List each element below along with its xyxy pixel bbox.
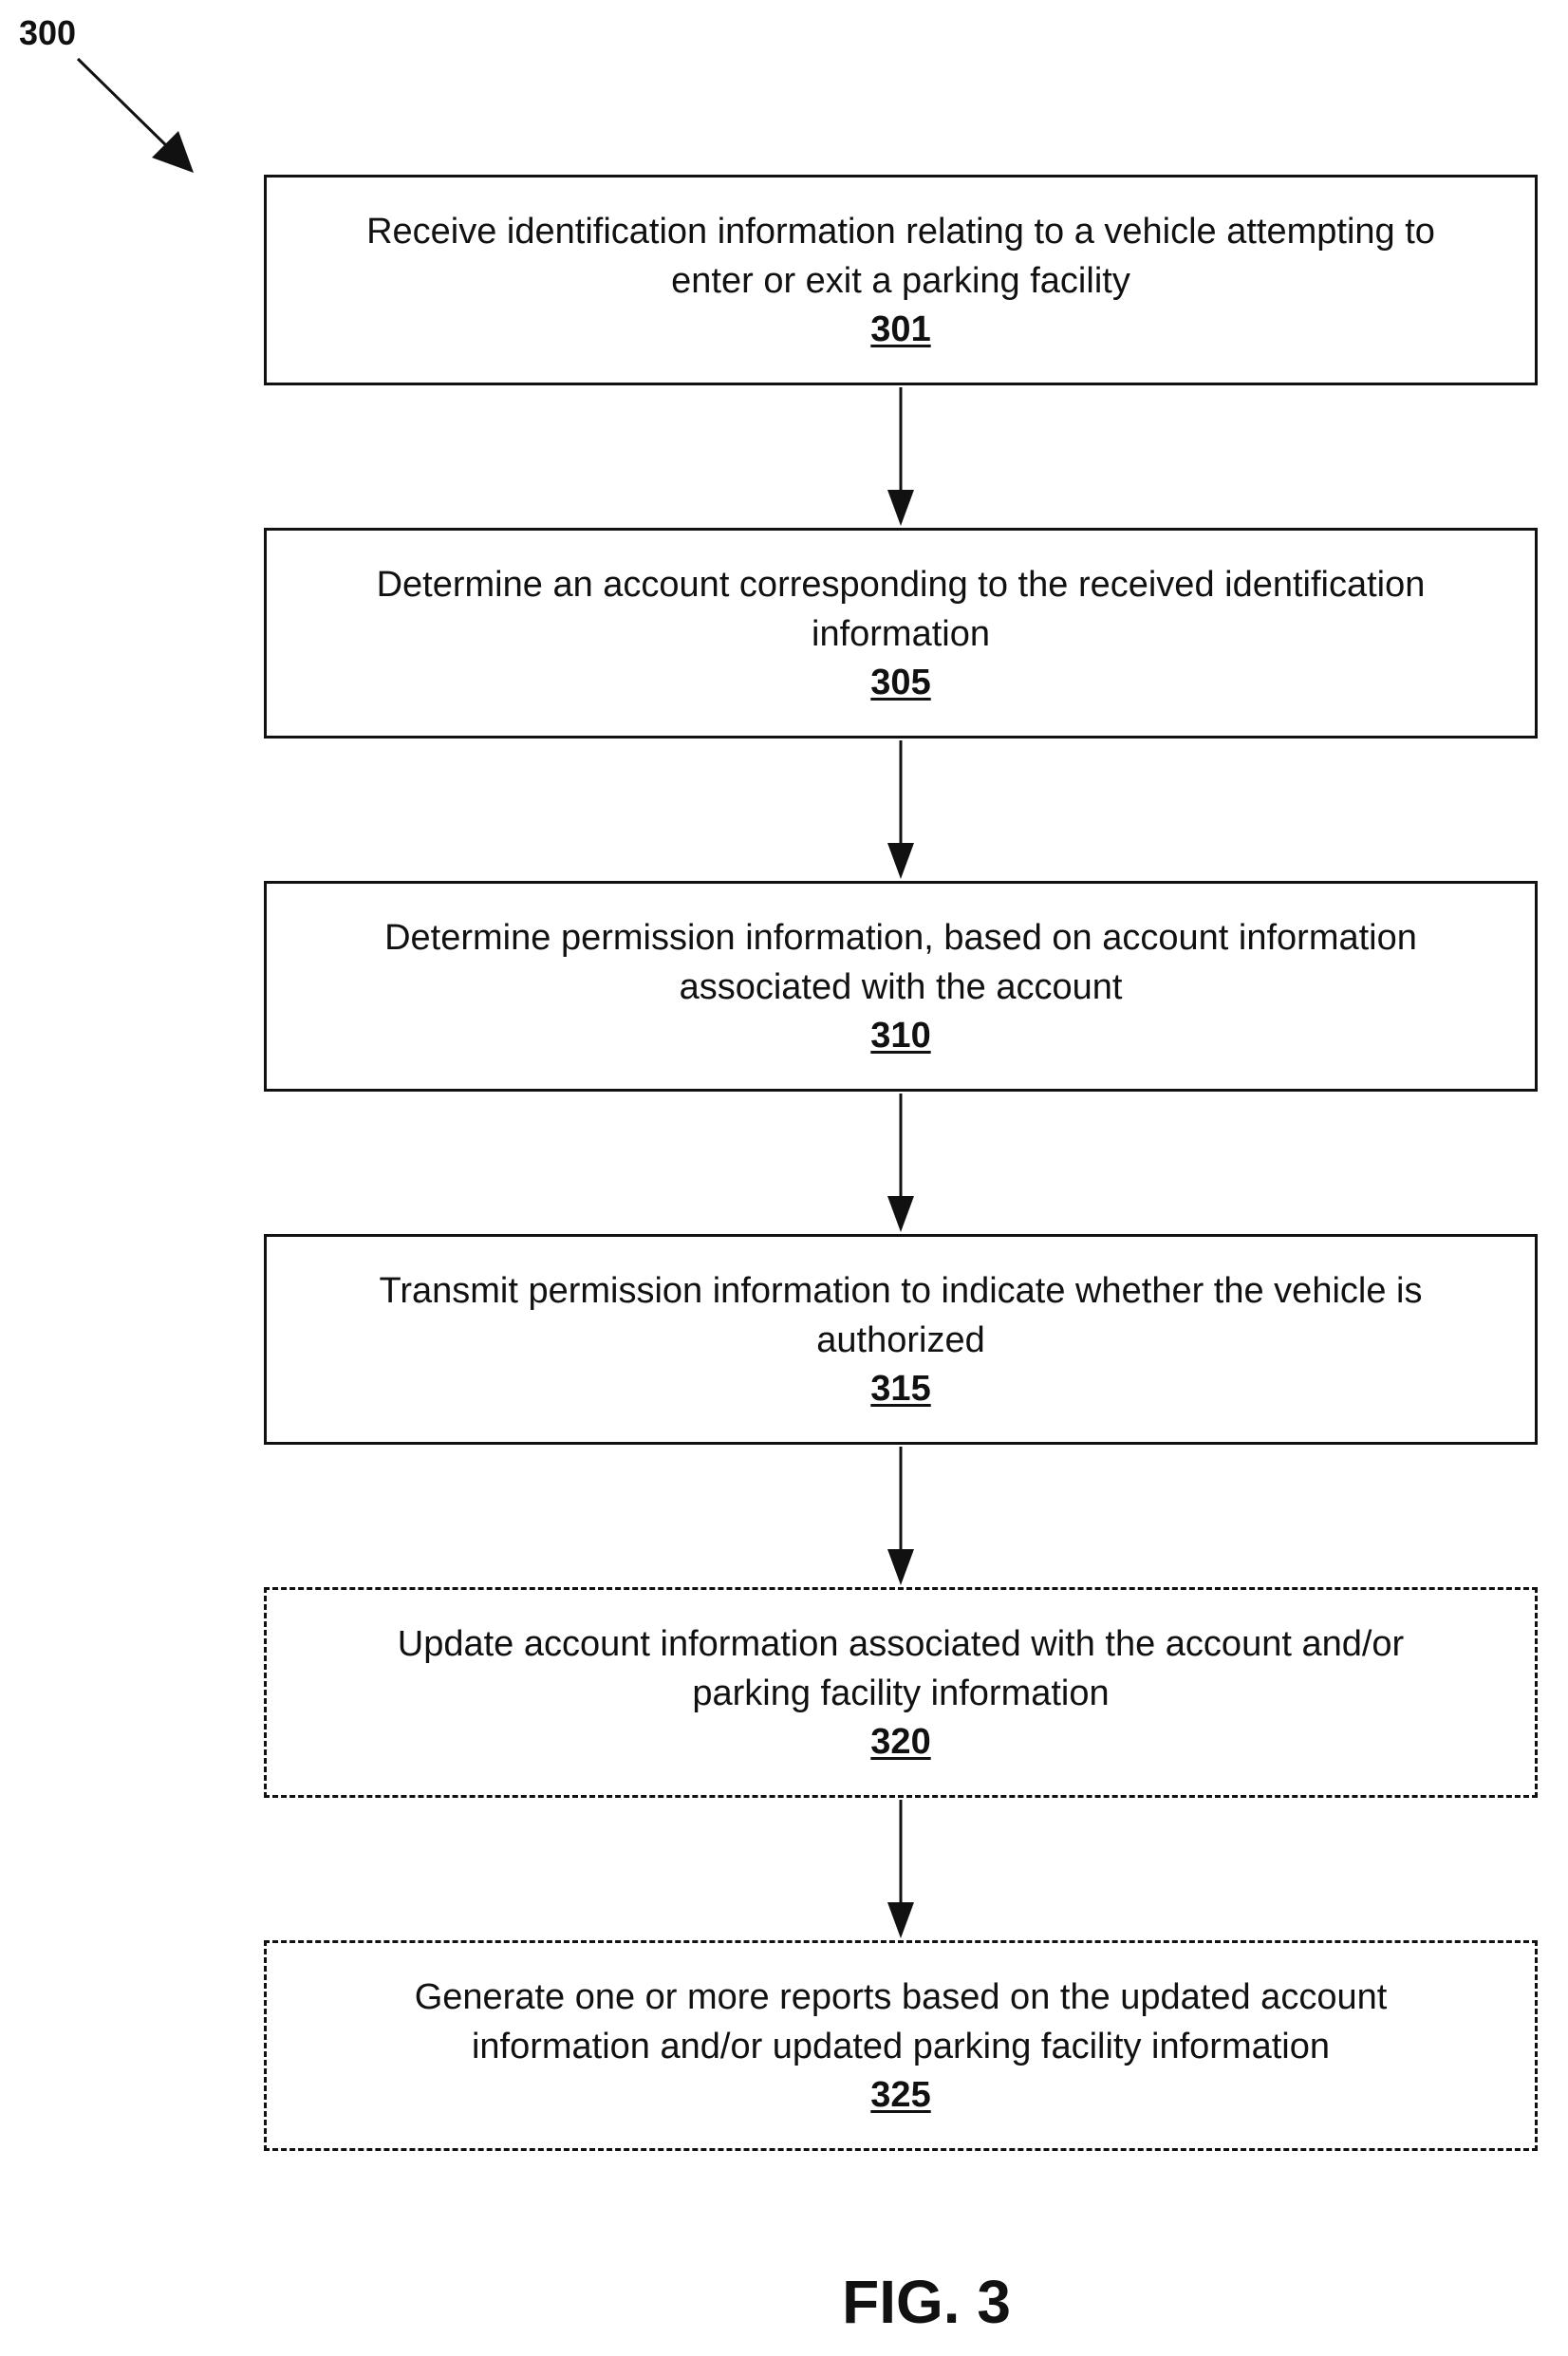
step-number-301: 301 [870, 306, 930, 353]
step-number-315: 315 [870, 1365, 930, 1412]
step-number-325: 325 [870, 2071, 930, 2119]
step-box-320-optional: Update account information associated wi… [264, 1587, 1538, 1798]
figure-caption: FIG. 3 [0, 2267, 1568, 2337]
step-box-325-optional: Generate one or more reports based on th… [264, 1940, 1538, 2151]
step-number-320: 320 [870, 1718, 930, 1766]
step-box-305: Determine an account corresponding to th… [264, 528, 1538, 739]
step-number-310: 310 [870, 1012, 930, 1059]
step-box-301: Receive identification information relat… [264, 175, 1538, 385]
flow-arrow-305-310 [887, 740, 914, 879]
flow-arrow-320-325 [887, 1800, 914, 1938]
step-text-310: Determine permission information, based … [384, 913, 1417, 1012]
step-text-320: Update account information associated wi… [398, 1619, 1404, 1718]
step-text-305: Determine an account corresponding to th… [377, 560, 1426, 659]
step-box-315: Transmit permission information to indic… [264, 1234, 1538, 1445]
step-text-325: Generate one or more reports based on th… [415, 1973, 1388, 2071]
step-text-315: Transmit permission information to indic… [380, 1266, 1423, 1365]
flow-arrow-301-305 [887, 387, 914, 526]
step-box-310: Determine permission information, based … [264, 881, 1538, 1092]
flow-arrow-315-320 [887, 1447, 914, 1585]
step-number-305: 305 [870, 659, 930, 706]
step-text-301: Receive identification information relat… [366, 207, 1435, 306]
reference-arrow [78, 59, 194, 173]
flow-arrow-310-315 [887, 1094, 914, 1232]
